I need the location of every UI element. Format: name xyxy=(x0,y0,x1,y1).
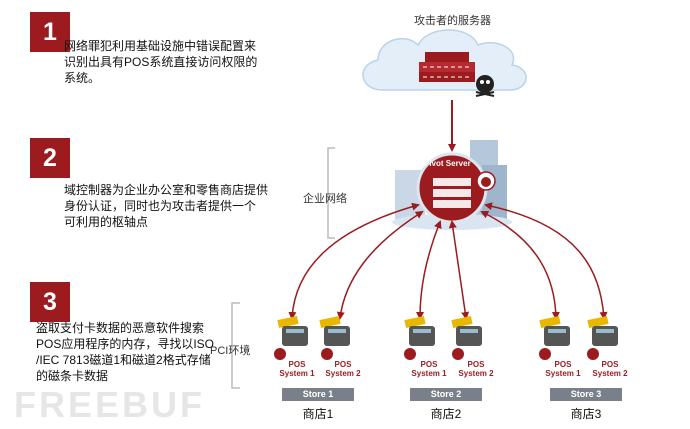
step-3-text: 盗取支付卡数据的恶意软件搜索 POS应用程序的内存，寻找以ISO /IEC 78… xyxy=(36,320,214,384)
step-3-badge: 3 xyxy=(30,282,70,322)
pos-label: POS System 1 xyxy=(411,360,447,378)
pos-terminal-icon xyxy=(587,316,618,346)
enterprise-network-label: 企业网络 xyxy=(303,193,347,205)
malware-bug-icon xyxy=(321,348,333,360)
pivot-server-label: Pivot Server xyxy=(424,159,471,168)
store-name: 商店3 xyxy=(570,407,602,421)
pos-terminal-icon xyxy=(277,316,308,346)
pos-label: POS System 1 xyxy=(545,360,581,378)
pivot-links xyxy=(288,202,608,320)
watermark: FREEBUF xyxy=(14,384,205,425)
malware-bug-icon xyxy=(476,171,496,191)
store-name: 商店1 xyxy=(302,407,334,421)
malware-bug-icon xyxy=(452,348,464,360)
malware-bug-icon xyxy=(274,348,286,360)
step-2-badge: 2 xyxy=(30,138,70,178)
step-1-line: 系统。 xyxy=(64,71,101,85)
pos-terminal-icon xyxy=(451,316,482,346)
step-3-line: 的磁条卡数据 xyxy=(36,369,109,383)
pos-terminal-icon xyxy=(319,316,350,346)
pos-terminal-icon xyxy=(539,316,570,346)
step-2-line: 可利用的枢轴点 xyxy=(64,215,149,229)
pos-terminal-icon xyxy=(404,316,435,346)
step-3-line: POS应用程序的内存，寻找以ISO xyxy=(36,337,215,351)
malware-bug-icon xyxy=(404,348,416,360)
step-1-line: 网络罪犯利用基础设施中错误配置来 xyxy=(64,39,257,53)
step-1-badge: 1 xyxy=(30,12,70,52)
pci-env-label: PCI环境 xyxy=(210,345,251,357)
pos-label: POS System 1 xyxy=(279,360,315,378)
pos-terminals xyxy=(277,316,618,346)
store-bar: Store 2 xyxy=(410,388,482,401)
pos-label: POS System 2 xyxy=(592,360,628,378)
step-1-text: 网络罪犯利用基础设施中错误配置来 识别出具有POS系统直接访问权限的 系统。 xyxy=(64,38,257,86)
pos-label: POS System 2 xyxy=(458,360,494,378)
attacker-server-icon xyxy=(419,52,475,82)
step-1-line: 识别出具有POS系统直接访问权限的 xyxy=(64,55,258,69)
step-3-line: /IEC 7813磁道1和磁道2格式存储 xyxy=(36,353,211,367)
store-bar: Store 3 xyxy=(550,388,622,401)
step-3-line: 盗取支付卡数据的恶意软件搜索 xyxy=(36,321,205,335)
malware-bug-icon xyxy=(587,348,599,360)
malware-bug-icon xyxy=(539,348,551,360)
pos-label: POS System 2 xyxy=(325,360,361,378)
store-name: 商店2 xyxy=(430,407,462,421)
skull-icon xyxy=(475,75,495,97)
store-bar: Store 1 xyxy=(282,388,354,401)
step-2-line: 身份认证，同时也为攻击者提供一个 xyxy=(64,199,257,213)
pci-bracket xyxy=(231,302,240,389)
step-2-line: 域控制器为企业办公室和零售商店提供 xyxy=(64,183,269,197)
pos-malware-icons xyxy=(274,348,599,360)
step-2-text: 域控制器为企业办公室和零售商店提供 身份认证，同时也为攻击者提供一个 可利用的枢… xyxy=(64,182,268,230)
attacker-server-label: 攻击者的服务器 xyxy=(414,15,491,27)
